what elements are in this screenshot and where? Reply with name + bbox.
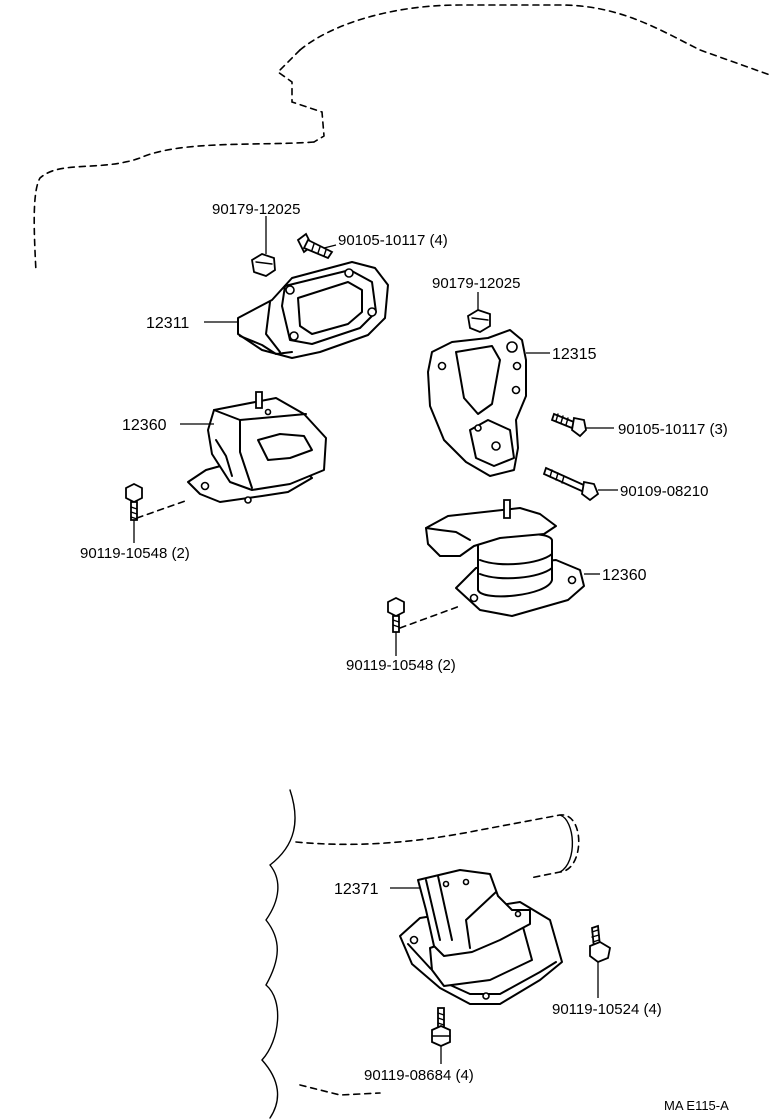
label-nut-left: 90179-12025 [212, 201, 300, 218]
figure-code: MA E115-A [664, 1098, 729, 1113]
engine-mount-bracket-left [237, 261, 389, 359]
engine-block-outline [33, 4, 771, 273]
leader-lines [133, 216, 618, 1064]
nut-icon-left [251, 253, 276, 277]
label-bolt-upper-left: 90105-10117 (4) [338, 232, 448, 249]
engine-mount-insulator-right [425, 499, 585, 617]
engine-mount-insulator-left [187, 391, 327, 504]
bolt-icon-upper-left [296, 232, 334, 260]
label-rear-insulator: 12371 [334, 881, 379, 898]
label-bolt-right-upper: 90105-10117 (3) [618, 421, 728, 438]
bolt-icon-lower-left [125, 482, 189, 521]
bolt-icon-rear-bottom [431, 1007, 451, 1047]
label-bracket-right: 12315 [552, 346, 597, 363]
label-bolt-right-lower: 90109-08210 [620, 483, 708, 500]
label-insulator-left: 12360 [122, 417, 167, 434]
transmission-outline [261, 789, 580, 1119]
bolt-icon-right-lower [542, 466, 600, 502]
label-bolt-rear-right: 90119-10524 (4) [552, 1001, 662, 1018]
nut-icon-right [467, 309, 491, 334]
bolt-icon-right-upper [550, 412, 587, 438]
engine-mount-bracket-right [427, 329, 527, 477]
label-insulator-right: 12360 [602, 567, 647, 584]
bolt-icon-lower-right [387, 596, 461, 633]
label-bolt-lower-left: 90119-10548 (2) [80, 545, 190, 562]
rear-engine-mount-insulator [399, 869, 563, 1005]
label-bracket-left: 12311 [146, 315, 189, 332]
label-nut-right: 90179-12025 [432, 275, 520, 292]
bolt-icon-rear-right [589, 924, 612, 964]
label-bolt-lower-right: 90119-10548 (2) [346, 657, 456, 674]
label-bolt-rear-bottom: 90119-08684 (4) [364, 1067, 474, 1084]
